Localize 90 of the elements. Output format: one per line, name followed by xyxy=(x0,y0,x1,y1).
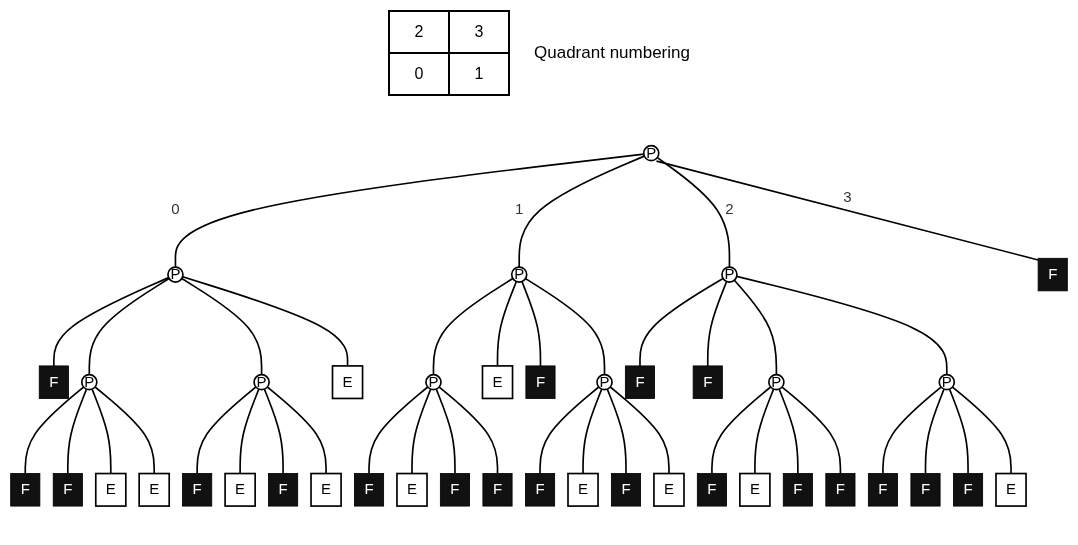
node-circle: P xyxy=(510,266,528,283)
node-box: F xyxy=(782,473,813,507)
node-box: E xyxy=(224,472,256,507)
node-circle: P xyxy=(80,373,98,391)
node-box: E xyxy=(331,365,364,400)
node-box: F xyxy=(52,473,83,507)
node-box: E xyxy=(567,472,599,507)
connector xyxy=(91,388,112,475)
node-box: E xyxy=(995,472,1027,507)
connector xyxy=(174,153,645,268)
node-circle: P xyxy=(167,266,184,283)
node-circle: P xyxy=(938,373,956,391)
node-box: F xyxy=(482,473,513,507)
node-box: F xyxy=(182,473,213,507)
node-box: F xyxy=(867,473,898,507)
connector xyxy=(706,280,728,367)
connector xyxy=(438,386,499,475)
connector xyxy=(656,156,731,268)
connector xyxy=(53,276,170,367)
node-box: E xyxy=(138,472,171,507)
edge-label: 1 xyxy=(515,200,524,218)
connector xyxy=(67,388,88,475)
node-box: E xyxy=(396,472,428,507)
connector xyxy=(521,280,542,367)
node-box: F xyxy=(610,473,641,507)
connector xyxy=(711,386,772,475)
connector xyxy=(263,388,284,475)
grid-cell: 1 xyxy=(449,52,510,95)
connector xyxy=(239,388,260,475)
connector xyxy=(94,386,155,475)
node-box: F xyxy=(696,473,727,507)
node-box: F xyxy=(525,365,556,399)
connector xyxy=(924,388,945,475)
edge-label: 2 xyxy=(725,200,734,218)
connector xyxy=(181,276,349,367)
node-box: F xyxy=(825,473,856,507)
node-box: F xyxy=(692,365,723,399)
connector xyxy=(266,386,327,475)
node-circle: P xyxy=(425,373,442,391)
edge-label: 3 xyxy=(843,188,852,206)
node-circle: P xyxy=(768,373,785,391)
node-box: E xyxy=(653,472,685,507)
edge-label: 0 xyxy=(171,200,180,218)
connector xyxy=(368,386,429,475)
connector xyxy=(948,388,969,475)
connector xyxy=(733,279,778,376)
connector xyxy=(639,277,724,367)
connector xyxy=(735,275,948,376)
connector xyxy=(181,277,263,376)
connector xyxy=(24,386,85,475)
node-box: F xyxy=(1037,257,1068,292)
connector xyxy=(88,277,170,376)
grid-cell: 3 xyxy=(449,10,510,53)
connector xyxy=(411,388,432,475)
connector xyxy=(432,277,514,376)
connector xyxy=(539,386,600,475)
node-box: F xyxy=(354,473,385,507)
connector xyxy=(609,386,670,475)
node-box: F xyxy=(38,365,69,399)
node-box: F xyxy=(525,473,556,507)
node-box: F xyxy=(624,365,655,399)
connector xyxy=(524,277,606,376)
node-circle: P xyxy=(253,373,270,391)
node-box: F xyxy=(10,473,41,507)
node-box: F xyxy=(268,473,299,507)
node-circle: P xyxy=(721,266,738,283)
node-box: E xyxy=(481,365,514,400)
node-box: E xyxy=(94,472,127,507)
node-box: F xyxy=(910,473,941,507)
connector xyxy=(655,160,1039,261)
connector xyxy=(882,386,942,475)
node-box: E xyxy=(310,472,342,507)
node-circle: P xyxy=(596,373,613,391)
connector xyxy=(754,388,775,475)
grid-cell: 0 xyxy=(389,52,450,95)
connector xyxy=(196,386,257,475)
grid-caption: Quadrant numbering xyxy=(534,42,690,63)
connector xyxy=(951,386,1012,475)
grid-cell: 2 xyxy=(389,10,450,53)
node-box: E xyxy=(739,472,771,507)
connector xyxy=(582,388,603,475)
node-box: F xyxy=(439,473,470,507)
node-circle: P xyxy=(642,144,660,162)
connector xyxy=(518,155,646,268)
node-box: F xyxy=(953,473,984,507)
connector xyxy=(781,386,842,475)
connector xyxy=(435,388,456,475)
connector xyxy=(778,388,799,475)
connector xyxy=(606,388,627,475)
connector xyxy=(496,280,518,367)
